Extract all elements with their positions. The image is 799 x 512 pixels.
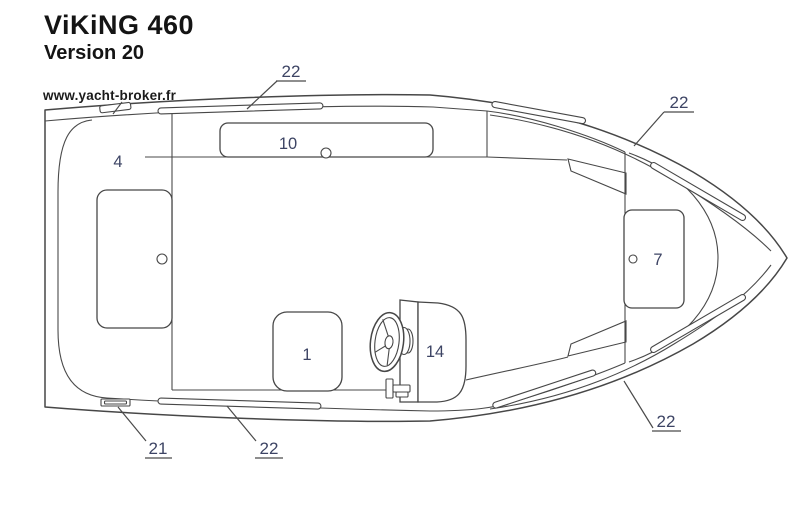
bow-step-top bbox=[567, 158, 627, 195]
rub-strip-bow-top bbox=[491, 100, 587, 125]
page-title: ViKiNG 460 bbox=[44, 10, 195, 40]
label-side-bench: 10 bbox=[279, 135, 297, 153]
page-subtitle-version: Version 20 bbox=[44, 42, 145, 64]
aft-hatch-panel bbox=[96, 189, 173, 329]
rub-strip-aft-bottom bbox=[157, 397, 322, 410]
callout-bottom-left: 21 bbox=[149, 439, 168, 458]
label-aft-sundeck: 4 bbox=[113, 153, 122, 171]
side-bench-latch bbox=[320, 147, 332, 159]
bow-handrail-top bbox=[650, 161, 747, 222]
inner-gunwale-top bbox=[44, 105, 626, 153]
callout-top-right: 22 bbox=[670, 93, 689, 112]
bow-handrail-bottom bbox=[650, 293, 747, 354]
callout-bottom-center: 22 bbox=[260, 439, 279, 458]
callout-leaders bbox=[117, 80, 694, 459]
bow-locker bbox=[623, 209, 685, 309]
aft-inner-corner bbox=[57, 119, 108, 399]
website-text: www.yacht-broker.fr bbox=[43, 88, 177, 103]
cockpit-floor-bow-edge bbox=[465, 356, 569, 381]
steering-console bbox=[417, 301, 467, 403]
throttle-foot bbox=[395, 391, 409, 398]
aft-hatch-latch bbox=[156, 253, 168, 265]
steering-wheel-icon bbox=[369, 311, 405, 373]
throttle-lever bbox=[385, 378, 394, 399]
cleat-top-icon bbox=[99, 101, 132, 115]
throttle-base bbox=[392, 384, 411, 393]
rub-strip-bow-bottom bbox=[492, 369, 597, 409]
label-bow-storage: 7 bbox=[653, 251, 662, 269]
cleat-bottom-icon bbox=[100, 398, 131, 407]
label-cockpit-seat: 1 bbox=[302, 346, 311, 364]
bow-step-bottom bbox=[567, 320, 627, 357]
bow-locker-latch bbox=[628, 254, 638, 264]
cockpit-seat bbox=[272, 311, 343, 392]
rub-strip-aft-top bbox=[157, 102, 324, 115]
label-console: 14 bbox=[426, 343, 444, 361]
callout-top-center: 22 bbox=[282, 62, 301, 81]
hull-outline bbox=[44, 93, 788, 423]
callout-bottom-right: 22 bbox=[657, 412, 676, 431]
